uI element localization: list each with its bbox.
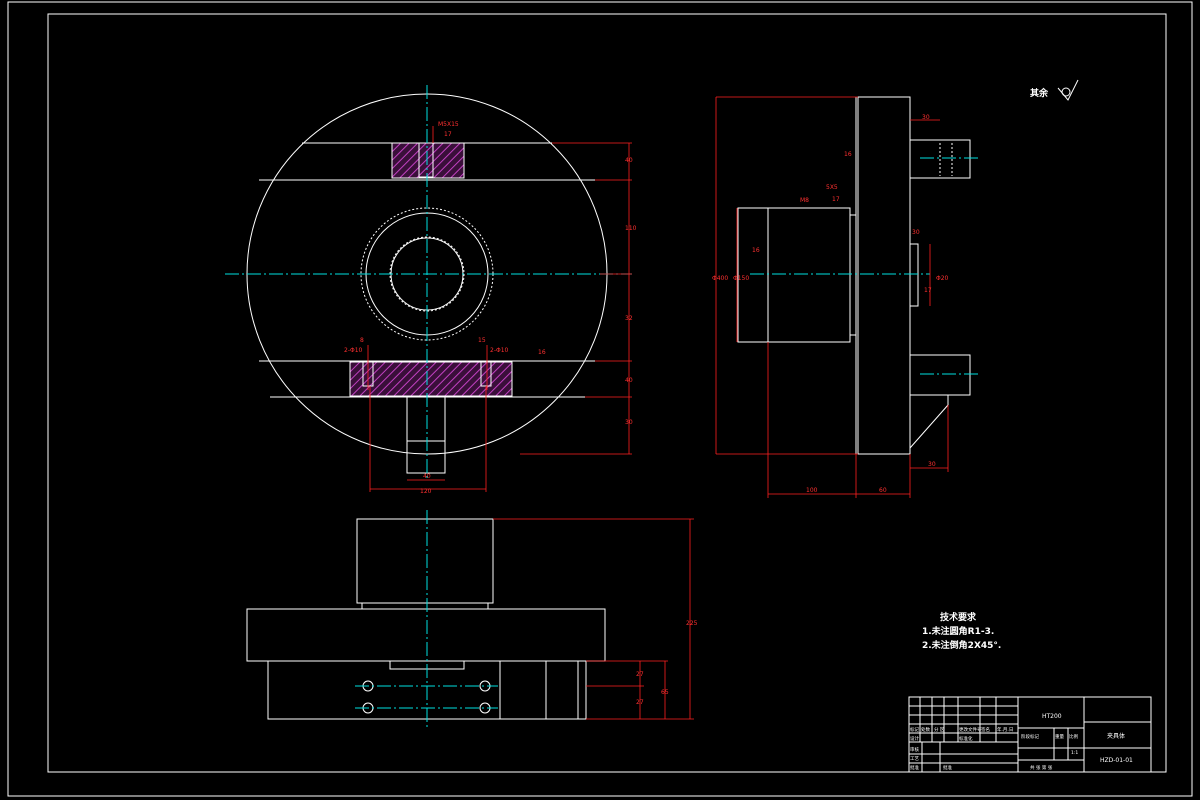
- side-dim-pin2-w: Φ20: [936, 275, 949, 282]
- front-dim-h1: 40: [625, 157, 633, 164]
- side-dim-step: 16: [844, 151, 852, 158]
- side-view: Φ400 Φ150 16 M8 5X5 17 16 30 Φ20 17 30 1…: [712, 96, 980, 498]
- tb-scale-val: 1:1: [1071, 750, 1078, 756]
- front-dim-right-surface: 16: [538, 349, 546, 356]
- front-dim-w-small: 40: [423, 473, 431, 480]
- side-dim-w1: 100: [806, 487, 818, 494]
- side-dim-pin-h: 30: [912, 229, 920, 236]
- side-dim-w2: 60: [879, 487, 887, 494]
- front-dim-h5: 30: [625, 419, 633, 426]
- tb-mark: 标记: [910, 726, 919, 733]
- bottom-view: 225 27 27 65: [246, 510, 698, 730]
- tb-check: 审核: [910, 746, 919, 753]
- bottom-dim-h3: 65: [661, 689, 669, 696]
- bottom-dim-h-total: 225: [686, 620, 698, 627]
- roughness-symbol-icon: [1057, 79, 1079, 101]
- outer-border: [7, 1, 1193, 797]
- front-view: M5X15 17 2-Φ10 8 2-Φ10 15 16 40 110 32 4…: [225, 85, 637, 495]
- side-dim-chamfer2: 17: [832, 196, 840, 203]
- tb-approve: 批准: [910, 764, 919, 771]
- tb-count: 处数: [921, 726, 930, 733]
- side-dim-pin-w: 30: [922, 114, 930, 121]
- side-dim-pin3: 17: [924, 287, 932, 294]
- side-dim-bot-w: 30: [928, 461, 936, 468]
- front-dim-top-slot: M5X15: [438, 121, 459, 128]
- front-dim-bot-left-hole: 2-Φ10: [344, 347, 363, 354]
- tb-part-name: 夹具体: [1107, 732, 1125, 740]
- front-dim-w-big: 120: [420, 488, 432, 495]
- tech-req-title: 技术要求: [940, 611, 977, 623]
- tb-zone: 分 区: [934, 726, 945, 733]
- front-dim-bot-right-depth: 15: [478, 337, 486, 344]
- front-dim-top-slot-depth: 17: [444, 131, 452, 138]
- tb-code: HZD-01-01: [1100, 757, 1133, 764]
- side-dim-total-h: Φ400: [712, 275, 728, 282]
- tb-sign: 签名: [981, 726, 990, 733]
- bottom-dim-h1: 27: [636, 671, 644, 678]
- tb-material: HT200: [1042, 713, 1062, 720]
- inner-border: [47, 13, 1167, 773]
- roughness-note: 其余: [1030, 87, 1049, 99]
- tech-requirements: 技术要求 1.未注圆角R1-3. 2.未注倒角2X45°.: [922, 611, 1001, 651]
- title-block: 标记 处数 分 区 更改文件号 签名 年.月.日 设计 标准化 审核 工艺 批准…: [908, 696, 1152, 773]
- front-dim-h2: 110: [625, 225, 637, 232]
- tb-std: 标准化: [959, 735, 973, 742]
- side-dim-chamfer: 5X5: [826, 184, 838, 191]
- tb-craft: 工艺: [910, 756, 919, 762]
- tech-req-item-2: 2.未注倒角2X45°.: [922, 639, 1001, 651]
- tb-change-doc: 更改文件号: [959, 726, 982, 733]
- side-dim-boss-dia: Φ150: [733, 275, 749, 282]
- tb-weight: 重量: [1055, 733, 1064, 740]
- tb-approve-sign: 批准: [943, 764, 952, 771]
- bottom-dim-h2: 27: [636, 699, 644, 706]
- tech-req-item-1: 1.未注圆角R1-3.: [922, 625, 994, 637]
- front-dim-bot-right-hole: 2-Φ10: [490, 347, 509, 354]
- tb-sheets: 共 张 第 张: [1030, 764, 1053, 771]
- front-dim-bot-left-depth: 8: [360, 337, 364, 344]
- tb-stage: 阶段标记: [1021, 733, 1039, 740]
- side-dim-boss-top: M8: [800, 197, 809, 204]
- tb-design: 设计: [910, 735, 919, 742]
- front-dim-h4: 40: [625, 377, 633, 384]
- tb-date: 年.月.日: [997, 726, 1013, 733]
- side-dim-boss-label: 16: [752, 247, 760, 254]
- front-dim-h3: 32: [625, 315, 633, 322]
- tb-scale: 比例: [1069, 733, 1078, 740]
